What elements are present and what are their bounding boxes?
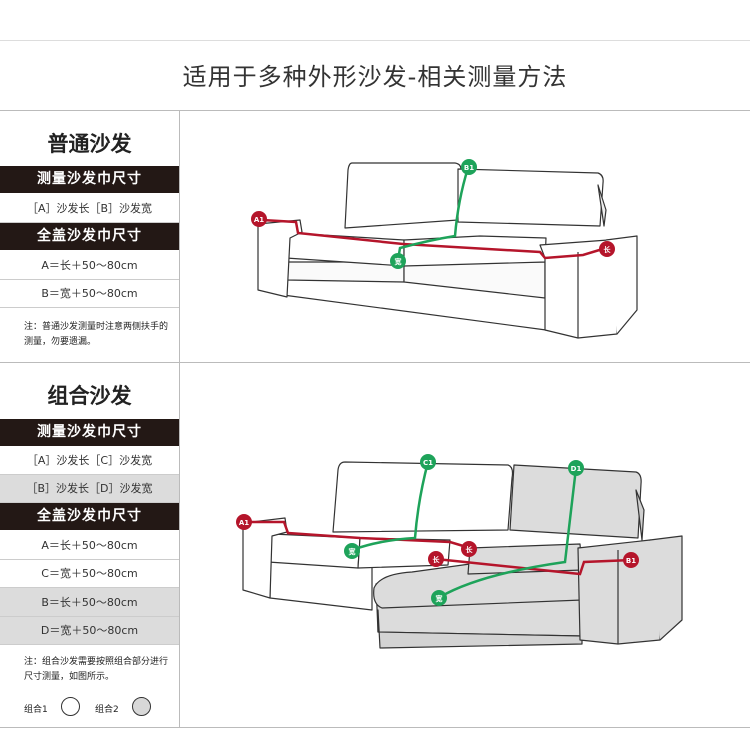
section1-note: 注：普通沙发测量时注意两侧扶手的测量，勿要遗漏。 <box>24 322 169 347</box>
sofa2-width-d-line <box>439 467 578 599</box>
sofa2-length-a-line <box>246 520 471 550</box>
sofa2-drawing <box>242 461 683 649</box>
section1-cover-bar: 全盖沙发巾尺寸 <box>0 223 179 250</box>
legend-combo1-label: 组合1 <box>24 705 48 715</box>
section2-row-d: D＝宽＋50～80cm <box>0 617 179 645</box>
sofa2-marker-d1: D1 <box>568 460 584 476</box>
section1-row-b: B＝宽＋50～80cm <box>0 280 179 308</box>
divider <box>0 362 750 363</box>
page-title: 适用于多种外形沙发-相关测量方法 <box>182 63 568 91</box>
divider <box>0 727 750 728</box>
sofa1-width-line <box>396 167 470 261</box>
section1-row-a: A＝长＋50～80cm <box>0 251 179 280</box>
sofa1-marker-length: 长 <box>599 241 615 257</box>
divider <box>179 110 180 727</box>
section2-heading: 组合沙发 <box>47 384 132 408</box>
sofa1-marker-width-label: 宽 <box>394 257 402 266</box>
legend-combo2-swatch <box>132 697 151 716</box>
section1-measure-bar: 测量沙发巾尺寸 <box>0 166 179 193</box>
legend-combo1-swatch <box>61 697 80 716</box>
sofa1-drawing <box>257 162 638 339</box>
sofa1-marker-length-label: 长 <box>604 245 612 254</box>
sofa1-marker-a1-label: A1 <box>254 216 264 224</box>
section1-measure-row: ［A］沙发长［B］沙发宽 <box>0 195 179 223</box>
sofa1-marker-width: 宽 <box>390 253 406 269</box>
sofa2-marker-c1-label: C1 <box>423 459 433 467</box>
sofa2-width-c-line <box>351 461 430 552</box>
sofa2-marker-length2-label: 长 <box>433 555 441 564</box>
sofa2-marker-a1: A1 <box>236 514 252 530</box>
sofa1-marker-a1: A1 <box>251 211 267 227</box>
sofa2-marker-width1-label: 宽 <box>348 547 356 556</box>
sofa2-marker-length1-label: 长 <box>466 545 474 554</box>
section2-row-b: B＝长＋50～80cm <box>0 588 179 617</box>
sofa1-length-line <box>261 218 607 260</box>
sofa2-marker-a1-label: A1 <box>239 519 249 527</box>
sofa1-marker-b1-label: B1 <box>464 164 474 172</box>
section2-measure-row-bd: ［B］沙发长［D］沙发宽 <box>0 475 179 503</box>
section1-heading: 普通沙发 <box>47 132 132 156</box>
sofa2-marker-d1-label: D1 <box>571 465 582 473</box>
sofa2-marker-b1-label: B1 <box>626 557 636 565</box>
legend-combo2-label: 组合2 <box>95 705 119 715</box>
sofa1-marker-b1: B1 <box>461 159 477 175</box>
section2-note: 注：组合沙发需要按照组合部分进行尺寸测量，如图所示。 <box>24 657 169 682</box>
section2-measure-row-ac: ［A］沙发长［C］沙发宽 <box>0 447 179 475</box>
section2-cover-bar: 全盖沙发巾尺寸 <box>0 503 179 530</box>
sofa2-marker-width2-label: 宽 <box>435 594 443 603</box>
divider <box>0 40 750 41</box>
sofa2-marker-width2: 宽 <box>431 590 447 606</box>
sofa2-marker-c1: C1 <box>420 454 436 470</box>
section2-row-c: C＝宽＋50～80cm <box>0 560 179 588</box>
sofa2-length-b-line <box>435 557 633 576</box>
sofa2-marker-length1: 长 <box>461 541 477 557</box>
section2-row-a: A＝长＋50～80cm <box>0 531 179 560</box>
sofa2-marker-length2: 长 <box>428 551 444 567</box>
divider <box>0 110 750 111</box>
sofa2-marker-width1: 宽 <box>344 543 360 559</box>
sofa2-marker-b1: B1 <box>623 552 639 568</box>
section2-measure-bar: 测量沙发巾尺寸 <box>0 419 179 446</box>
